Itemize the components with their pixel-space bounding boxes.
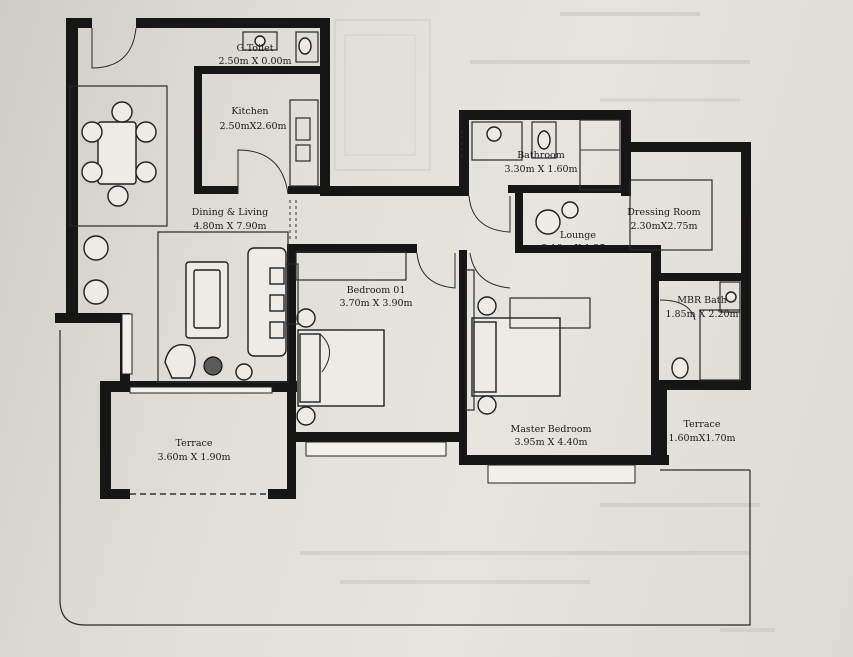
room-dims-g-toilet: 2.50m X 0.00m [218, 56, 291, 67]
room-dims-terrace-2: 1.60mX1.70m [668, 433, 735, 444]
windows [121, 313, 636, 484]
room-labels: G.Toilet 2.50m X 0.00m Kitchen 2.50mX2.6… [157, 43, 738, 463]
room-dims-master-bedroom: 3.95m X 4.40m [514, 437, 587, 448]
room-name-bathroom: Bathroom [517, 150, 565, 161]
room-dims-kitchen: 2.50mX2.60m [219, 121, 286, 132]
kitchen-fixtures [289, 99, 319, 187]
room-name-terrace-2: Terrace [684, 419, 721, 430]
bedroom-01-bed [285, 251, 407, 426]
master-bed [465, 269, 591, 415]
room-name-bedroom-01: Bedroom 01 [347, 285, 406, 296]
room-dims-dining-living: 4.80m X 7.90m [193, 221, 266, 232]
site-outline [59, 330, 751, 626]
room-name-lounge: Lounge [560, 230, 596, 241]
room-name-dining-living: Dining & Living [192, 207, 268, 218]
room-name-kitchen: Kitchen [231, 106, 268, 117]
room-dims-terrace-1: 3.60m X 1.90m [157, 452, 230, 463]
room-name-master-bedroom: Master Bedroom [511, 424, 592, 435]
dining-set [69, 85, 168, 227]
room-dims-bedroom-01: 3.70m X 3.90m [339, 298, 412, 309]
room-name-g-toilet: G.Toilet [236, 43, 273, 54]
walls [55, 18, 751, 499]
room-name-terrace-1: Terrace [176, 438, 213, 449]
mbr-bath-fixtures [671, 281, 741, 381]
doors [91, 27, 696, 321]
room-dims-bathroom: 3.30m X 1.60m [504, 164, 577, 175]
toilet-fixtures [242, 31, 319, 63]
dressing-fixtures [629, 179, 713, 251]
room-dims-lounge: 2.10m X 1.25m [541, 243, 614, 254]
living-set [83, 231, 289, 383]
room-dims-mbr-bath: 1.85m X 2.20m [665, 309, 738, 320]
bathroom-fixtures [471, 119, 621, 191]
room-name-mbr-bath: MBR Bath [677, 295, 726, 306]
background-print-through [300, 12, 775, 632]
lounge-fixtures [535, 201, 579, 235]
room-name-dressing-room: Dressing Room [627, 207, 700, 218]
room-dims-dressing-room: 2.30mX2.75m [630, 221, 697, 232]
